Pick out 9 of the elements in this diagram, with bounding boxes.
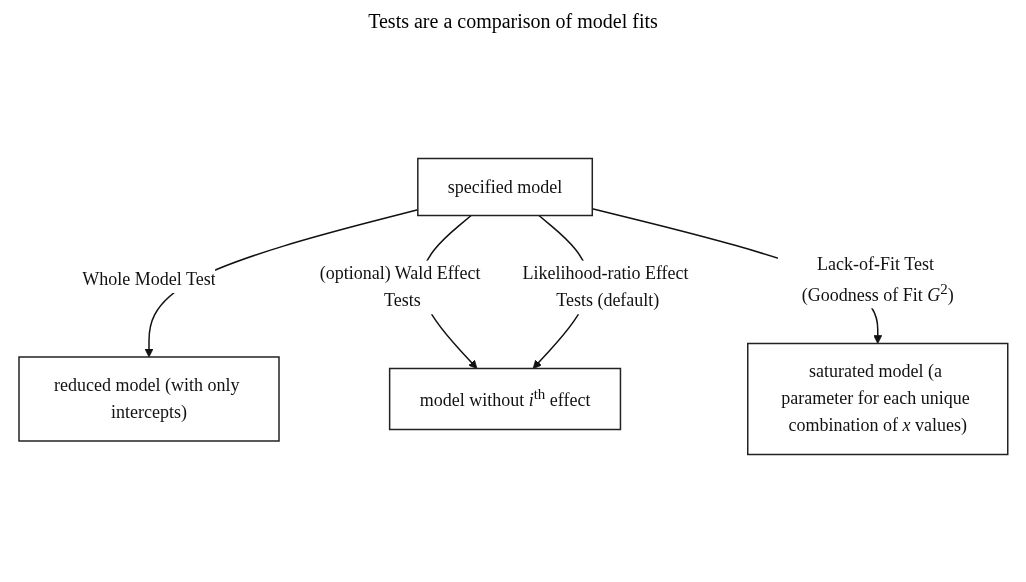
diagram-title: Tests are a comparison of model fits <box>368 10 658 33</box>
edge-label: Whole Model Test <box>81 269 216 289</box>
node-box: specified model <box>416 157 593 217</box>
node-box: model without i$^{th}$ effect <box>388 367 621 431</box>
edge-label: (optional) Wald Effect Tests <box>319 263 481 311</box>
edge-label: Likelihood-ratio Effect Tests (default) <box>522 263 689 311</box>
edge-label: Lack-of-Fit Test (Goodness of Fit G$^{2}$) <box>801 253 954 305</box>
node-box: saturated model (a parameter for each unique combination of x values) <box>746 342 1009 456</box>
node-box: reduced model (with only intercepts) <box>17 356 280 442</box>
